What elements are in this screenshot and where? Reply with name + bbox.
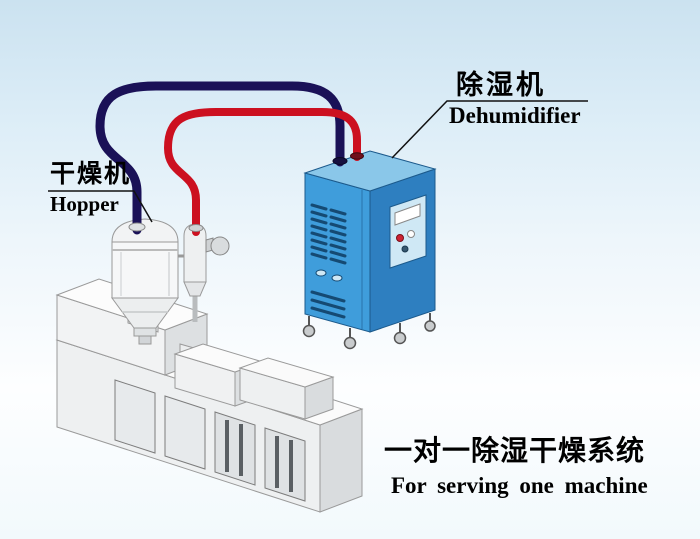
indicator-oval (315, 269, 327, 277)
caster-wheel (343, 328, 357, 350)
panel-button-white (407, 230, 415, 238)
pipes (95, 81, 364, 236)
vent-slat (329, 250, 347, 258)
separator-cone (183, 281, 207, 297)
vent-slat (310, 217, 328, 225)
hopper-label-cn: 干燥机 (50, 159, 132, 188)
hopper-dryer (111, 218, 230, 345)
machine-vent-panel (264, 427, 306, 502)
blower-motor (210, 236, 230, 256)
hopper-neck (133, 327, 157, 337)
vent-slat (329, 229, 347, 237)
hopper-lid-fitting (128, 222, 146, 232)
vent-slat (329, 236, 347, 244)
hopper-lid (111, 218, 179, 243)
dehumidifier-unit (302, 150, 437, 350)
panel-button-red (396, 234, 404, 242)
vent-slat (329, 208, 347, 216)
dehumidifier-label-en: Dehumidifier (449, 103, 581, 128)
dehumidifier-label-cn: 除湿机 (456, 70, 546, 101)
cabinet-port-supply (350, 152, 364, 160)
vent-slat (310, 252, 328, 260)
indicator-oval (331, 274, 343, 282)
hopper-body (111, 241, 179, 299)
system-caption-cn: 一对一除湿干燥系统 (384, 434, 646, 467)
separator-fitting (188, 224, 204, 232)
return-air-pipe (95, 81, 345, 235)
vent-slat (310, 238, 328, 246)
caster-wheel (424, 313, 436, 332)
panel-button-dark (401, 245, 409, 253)
die-box-top (238, 357, 335, 388)
machine-base-side (319, 408, 363, 513)
system-caption-en: For serving one machine (391, 473, 648, 498)
dry-air-pipe (164, 108, 361, 236)
vent-slat (310, 290, 346, 303)
machine-door-panel (164, 395, 206, 470)
vent-slat (310, 224, 328, 232)
caster-wheel (302, 316, 316, 338)
vent-slat (310, 298, 346, 311)
vent-slat (329, 243, 347, 251)
control-display (394, 203, 421, 226)
cabinet-port-return (332, 157, 348, 165)
dehumidifier-leader-line (391, 100, 588, 159)
leader-lines (48, 100, 588, 223)
caster-wheel (393, 323, 407, 345)
hopper-label-en: Hopper (50, 192, 119, 216)
vent-slat (329, 222, 347, 230)
vent-slat (310, 210, 328, 218)
machine-vent-panel (214, 411, 256, 486)
hopper-neck-lower (138, 335, 152, 345)
vent-slat (310, 231, 328, 239)
cabinet-top-face (303, 150, 437, 192)
machine-door-panel (114, 379, 156, 454)
vent-slat (329, 215, 347, 223)
vent-slat (310, 203, 328, 211)
vent-slat (310, 306, 346, 319)
hopper-leader-line (48, 190, 153, 223)
vent-slat (310, 245, 328, 253)
vent-slat (329, 257, 347, 265)
